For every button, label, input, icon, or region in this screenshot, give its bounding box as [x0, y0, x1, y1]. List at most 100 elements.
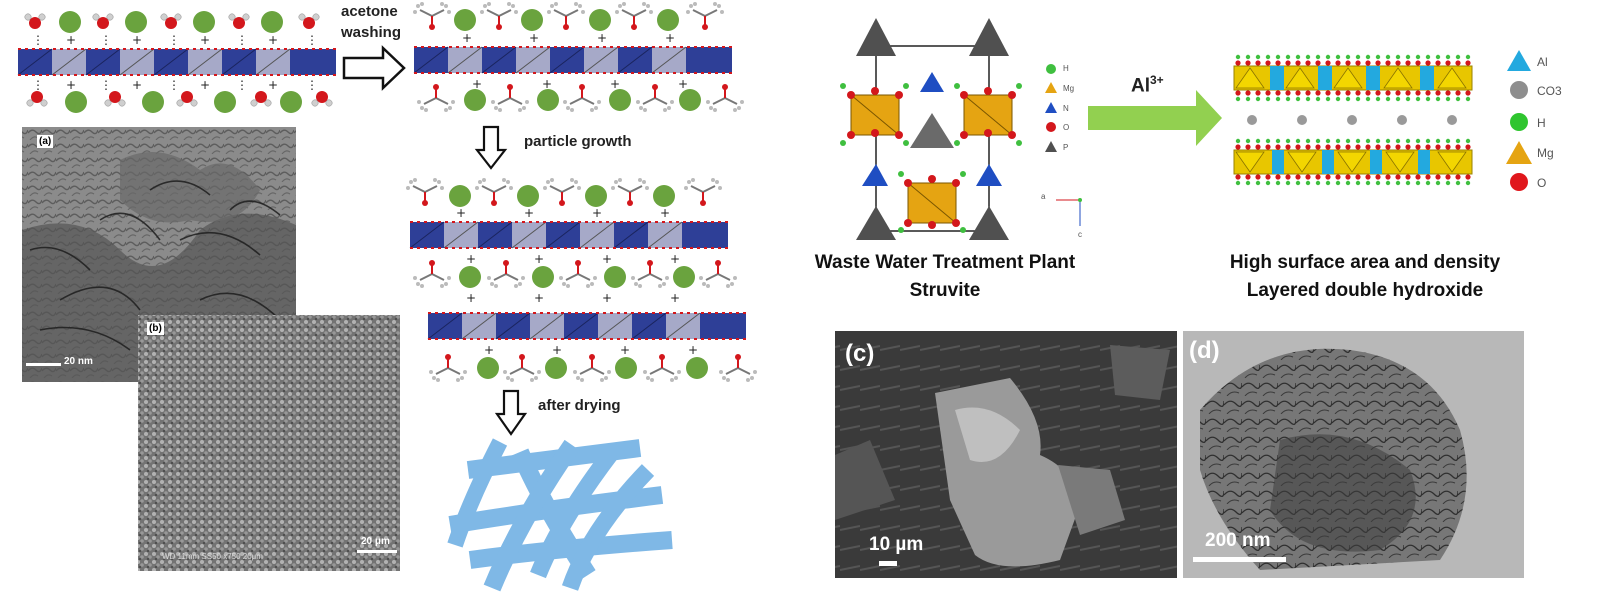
washing-label: washing — [341, 24, 402, 41]
svg-text:⋮: ⋮ — [32, 78, 44, 92]
water-intercalated-layer: ⋮ + ⋮ + ⋮ + ⋮ + ⋮ ⋮ + ⋮ + ⋮ + ⋮ + ⋮ — [17, 11, 336, 113]
crystal-axes — [1056, 198, 1082, 226]
svg-text:+: + — [602, 291, 612, 305]
water-molecules-bottom — [26, 90, 333, 113]
svg-text:⋮: ⋮ — [100, 78, 112, 92]
reaction-ion: Al — [1131, 75, 1150, 97]
panel-d-scale-bar — [1193, 557, 1286, 562]
svg-text:+: + — [200, 78, 210, 92]
svg-text:+: + — [670, 252, 680, 266]
ldh-structure — [1233, 54, 1473, 186]
svg-text:+: + — [660, 206, 670, 220]
svg-text:+: + — [610, 77, 620, 91]
reaction-arrow — [1088, 90, 1222, 146]
ldh-caption-line-1: High surface area and density — [1229, 252, 1501, 273]
struvite-legend-h: H — [1063, 64, 1069, 73]
svg-text:+: + — [534, 291, 544, 305]
svg-text:+: + — [602, 252, 612, 266]
sem-micrograph-c — [835, 331, 1177, 578]
acetone-intercalated-layer-1: + + + + + + + + — [412, 1, 745, 113]
svg-text:+: + — [665, 31, 675, 45]
svg-text:+: + — [597, 31, 607, 45]
svg-text:+: + — [534, 252, 544, 266]
svg-text:+: + — [462, 31, 472, 45]
svg-text:⋮: ⋮ — [236, 78, 248, 92]
panel-a-scale-label: 20 nm — [64, 356, 93, 367]
axis-c-label: c — [1078, 230, 1082, 239]
panel-d-tag: (d) — [1189, 337, 1220, 364]
svg-text:⋮: ⋮ — [100, 33, 112, 47]
svg-text:⋮: ⋮ — [168, 33, 180, 47]
struvite-caption-line-2: Struvite — [909, 280, 981, 301]
svg-text:+: + — [484, 343, 494, 357]
acetone-washing-arrow — [342, 45, 406, 91]
axis-a-label: a — [1041, 192, 1046, 201]
svg-text:+: + — [200, 33, 210, 47]
acetone-intercalated-stack: + + + + + + + + + + + + + + + + — [405, 177, 758, 383]
svg-text:+: + — [472, 77, 482, 91]
svg-text:+: + — [670, 291, 680, 305]
particle-growth-label: particle growth — [524, 133, 632, 150]
svg-text:+: + — [456, 206, 466, 220]
tem-micrograph-d — [1183, 331, 1524, 578]
after-drying-arrow — [494, 389, 528, 436]
ldh-legend-co3: CO3 — [1537, 84, 1562, 98]
svg-text:+: + — [620, 343, 630, 357]
panel-c-scale-bar — [879, 561, 897, 566]
ldh-legend-al: Al — [1537, 55, 1548, 69]
svg-text:⋮: ⋮ — [168, 78, 180, 92]
svg-text:+: + — [529, 31, 539, 45]
ldh-surface-atoms — [1235, 54, 1471, 186]
svg-text:+: + — [466, 291, 476, 305]
reaction-label: Al3+ — [1131, 73, 1164, 97]
tem-micrograph-a — [22, 127, 296, 382]
svg-text:+: + — [132, 33, 142, 47]
panel-b-footer: WD 11mm SS50 x750 20μm — [162, 552, 263, 561]
panel-c-scale-label: 10 µm — [869, 534, 924, 555]
acetone-label: acetone — [341, 3, 398, 20]
svg-text:+: + — [678, 77, 688, 91]
struvite-legend-n: N — [1063, 104, 1069, 113]
ldh-legend-h: H — [1537, 116, 1546, 130]
svg-text:+: + — [66, 33, 76, 47]
svg-text:+: + — [524, 206, 534, 220]
ldh-legend-o: O — [1537, 176, 1547, 190]
struvite-caption: Waste Water Treatment Plant Struvite — [795, 249, 1095, 305]
struvite-legend-p: P — [1063, 143, 1069, 152]
particle-growth-arrow — [474, 125, 508, 170]
after-drying-label: after drying — [538, 397, 621, 414]
panel-d-scale-label: 200 nm — [1205, 530, 1271, 551]
struvite-legend-o: O — [1063, 123, 1070, 132]
struvite-unit-cell — [840, 18, 1022, 240]
svg-text:+: + — [132, 78, 142, 92]
struvite-legend-mg: Mg — [1063, 84, 1075, 93]
dried-fiber-network — [447, 438, 673, 592]
ldh-caption-line-2: Layered double hydroxide — [1246, 280, 1484, 301]
svg-text:+: + — [268, 78, 278, 92]
svg-text:+: + — [592, 206, 602, 220]
svg-text:+: + — [66, 78, 76, 92]
svg-text:⋮: ⋮ — [306, 33, 318, 47]
svg-text:+: + — [552, 343, 562, 357]
svg-text:+: + — [466, 252, 476, 266]
water-molecules-top — [24, 11, 320, 33]
ldh-legend-mg: Mg — [1537, 146, 1554, 160]
svg-text:+: + — [688, 343, 698, 357]
svg-text:⋮: ⋮ — [32, 33, 44, 47]
svg-text:+: + — [268, 33, 278, 47]
struvite-caption-line-1: Waste Water Treatment Plant — [814, 252, 1076, 273]
reaction-charge: 3+ — [1150, 73, 1164, 87]
svg-text:⋮: ⋮ — [306, 78, 318, 92]
panel-a-tag: (a) — [37, 135, 54, 148]
panel-a-scale-bar — [26, 363, 61, 366]
ldh-caption: High surface area and density Layered do… — [1215, 249, 1515, 305]
svg-text:⋮: ⋮ — [236, 33, 248, 47]
svg-text:+: + — [542, 77, 552, 91]
panel-b-tag: (b) — [147, 322, 164, 335]
panel-c-tag: (c) — [845, 340, 875, 367]
struvite-legend-symbols — [1045, 64, 1057, 152]
panel-b-scale-bar — [357, 550, 397, 553]
left-scheme-canvas: ⋮ + ⋮ + ⋮ + ⋮ + ⋮ ⋮ + ⋮ + ⋮ + ⋮ + ⋮ + — [17, 1, 758, 592]
right-scheme-canvas — [835, 18, 1532, 578]
ldh-legend-symbols — [1506, 50, 1532, 191]
